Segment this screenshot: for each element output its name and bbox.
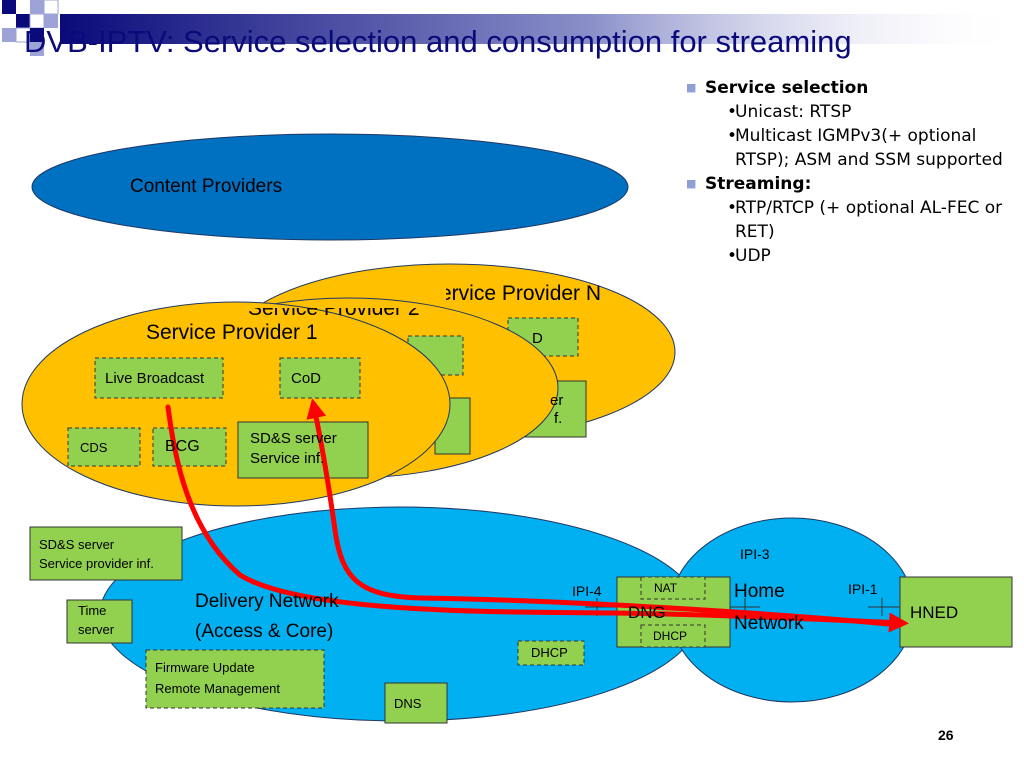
sub-bullet-rtp: •RTP/RTCP (+ optional AL-FEC or RET) xyxy=(727,198,1003,242)
service-provider-2-title: Service Provider 2 xyxy=(248,297,420,320)
service-provider-1 xyxy=(21,301,451,507)
cds-label: CDS xyxy=(80,440,108,455)
dns-label: DNS xyxy=(394,696,422,711)
sub-bullet-multicast: •Multicast IGMPv3(+ optional RTSP); ASM … xyxy=(727,126,1003,170)
sds-server-label-2: Service inf. xyxy=(250,450,325,467)
delivery-network-label-2: (Access & Core) xyxy=(195,621,334,642)
dhcp-box xyxy=(517,640,585,666)
bcg-box xyxy=(152,427,227,467)
service-provider-n-title: Service Provider N xyxy=(426,282,602,305)
service-provider-1-title: Service Provider 1 xyxy=(146,321,318,344)
sub-bullet-udp: •UDP xyxy=(727,246,771,266)
sds-provider-label-1: SD&S server xyxy=(39,537,115,552)
sds-provider-box xyxy=(29,526,183,581)
bullet-list: ■Service selection •Unicast: RTSP •Multi… xyxy=(686,76,1016,268)
sds-server-label-1: SD&S server xyxy=(250,430,337,447)
time-server-label-1: Time xyxy=(78,603,107,618)
spn-box-bottom-label-2: f. xyxy=(554,410,563,427)
home-network-label-2: Network xyxy=(734,613,804,634)
page-title: DVB-IPTV: Service selection and consumpt… xyxy=(24,24,852,59)
nat-label: NAT xyxy=(654,581,678,595)
sub-bullet-unicast: •Unicast: RTSP xyxy=(727,102,852,122)
bullet-service-selection: ■Service selection xyxy=(686,78,869,98)
content-providers-label: Content Providers xyxy=(130,176,283,197)
page-number: 26 xyxy=(938,727,954,743)
cod-box xyxy=(279,357,361,399)
ipi-4-label: IPI-4 xyxy=(572,583,602,599)
hned-label: HNED xyxy=(910,603,959,622)
title-decoration xyxy=(2,0,1024,56)
delivery-network-label-1: Delivery Network xyxy=(195,591,339,612)
dhcp-label: DHCP xyxy=(531,645,568,660)
dng-label: DNG xyxy=(628,603,666,622)
spn-box-top-label: D xyxy=(532,330,543,347)
dhcp-dng-box xyxy=(640,624,706,648)
bullet-streaming: ■Streaming: xyxy=(686,174,812,194)
cod-request-arrow xyxy=(306,398,903,628)
ipi-3-label: IPI-3 xyxy=(740,546,770,562)
content-providers-ellipse xyxy=(31,133,629,241)
live-broadcast-label: Live Broadcast xyxy=(105,370,205,387)
firmware-label-2: Remote Management xyxy=(155,681,281,696)
bcg-label: BCG xyxy=(165,438,200,455)
hned-box xyxy=(899,576,1013,648)
sds-service-box xyxy=(237,421,369,479)
spn-box-bottom-label-1: er xyxy=(550,392,564,409)
sds-provider-label-2: Service provider inf. xyxy=(39,556,154,571)
cds-box xyxy=(67,427,141,467)
firmware-label-1: Firmware Update xyxy=(155,660,255,675)
time-server-label-2: server xyxy=(78,622,115,637)
live-broadcast-box xyxy=(94,357,224,399)
home-network-label-1: Home xyxy=(734,581,785,602)
broadcast-flow-arrow xyxy=(165,404,909,633)
nat-box xyxy=(640,576,706,600)
dns-box xyxy=(384,682,448,724)
dhcp-dng-label: DHCP xyxy=(653,629,688,643)
ipi-1-label: IPI-1 xyxy=(848,581,878,597)
firmware-box xyxy=(145,649,325,709)
cod-label: CoD xyxy=(291,370,322,387)
time-server-box xyxy=(66,599,133,644)
